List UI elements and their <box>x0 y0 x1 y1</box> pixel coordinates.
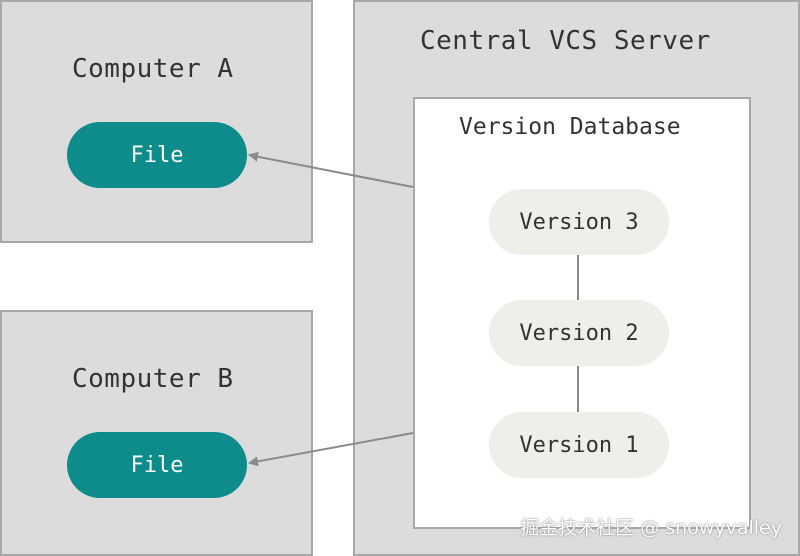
central-vcs-server-title: Central VCS Server <box>420 26 711 56</box>
version-1-node: Version 1 <box>489 412 669 478</box>
computer-a-file: File <box>67 122 247 188</box>
version-3-node: Version 3 <box>489 189 669 255</box>
computer-b-file: File <box>67 432 247 498</box>
watermark-text: 掘金技术社区 @ snowyvalley <box>520 517 782 539</box>
computer-a-panel <box>0 0 313 243</box>
computer-b-title: Computer B <box>72 364 234 394</box>
version-2-node: Version 2 <box>489 300 669 366</box>
version-database-title: Version Database <box>459 114 681 140</box>
computer-a-title: Computer A <box>72 54 234 84</box>
